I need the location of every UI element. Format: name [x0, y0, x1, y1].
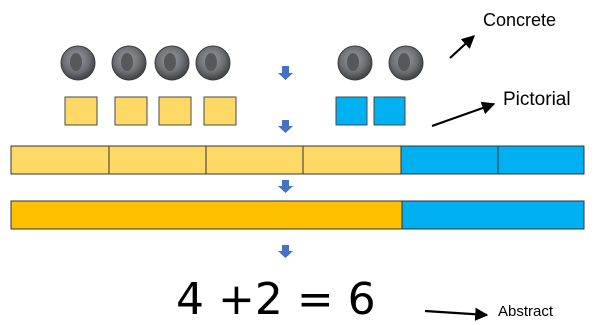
- segmented-bar: [10, 145, 585, 175]
- bar-segment-blue: [497, 145, 585, 175]
- pictorial-square-yellow: [64, 96, 98, 126]
- pictorial-square-yellow: [114, 96, 148, 126]
- bar-segment-yellow: [302, 145, 402, 175]
- label-concrete: Concrete: [483, 10, 557, 30]
- equation: 4 +2 = 6: [176, 274, 376, 325]
- pictorial-square-yellow: [158, 96, 192, 126]
- coin-icon: [337, 45, 373, 81]
- down-arrow-icon: [278, 66, 293, 80]
- down-arrow-icon: [278, 245, 293, 258]
- coin-icon: [195, 45, 231, 81]
- combined-bar: [10, 200, 585, 230]
- pointer-arrow-icon: [431, 101, 496, 128]
- pointer-arrow-icon: [424, 307, 489, 321]
- pictorial-squares: [64, 96, 406, 126]
- label-abstract: Abstract: [498, 303, 554, 320]
- bar-segment-yellow: [10, 145, 110, 175]
- down-arrow-icon: [278, 180, 293, 193]
- label-pictorial: Pictorial: [503, 89, 571, 110]
- down-arrow-icon: [278, 120, 293, 133]
- pointer-arrow-icon: [449, 35, 475, 59]
- pictorial-square-yellow: [203, 96, 237, 126]
- coins-group-a: [60, 45, 231, 81]
- combined-bar-orange: [10, 200, 403, 230]
- bar-segment-yellow: [205, 145, 304, 175]
- coin-icon: [154, 45, 190, 81]
- coin-icon: [111, 45, 147, 81]
- coin-icon: [388, 45, 424, 81]
- pictorial-square-blue: [335, 96, 368, 126]
- coins-group-b: [337, 45, 424, 81]
- bar-segment-yellow: [108, 145, 207, 175]
- combined-bar-blue: [401, 200, 585, 230]
- bar-segment-blue: [400, 145, 499, 175]
- coin-icon: [60, 45, 96, 81]
- pictorial-square-blue: [373, 96, 406, 126]
